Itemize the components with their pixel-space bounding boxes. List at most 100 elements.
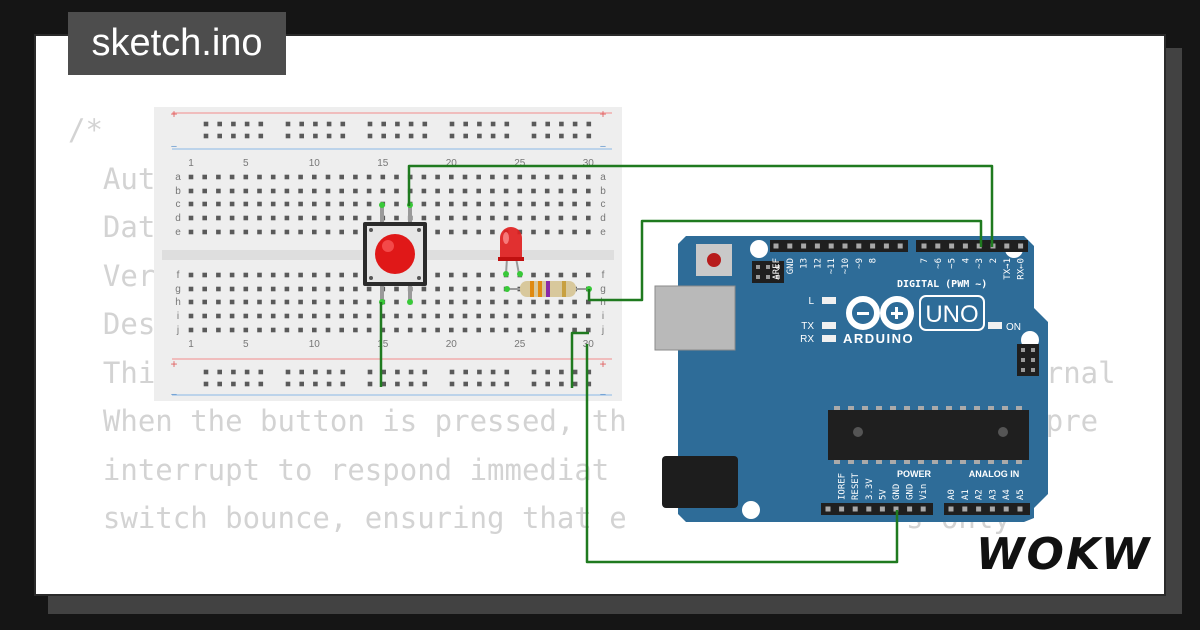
breadboard-hole[interactable] bbox=[353, 174, 358, 180]
rail-hole[interactable] bbox=[285, 121, 291, 127]
breadboard-hole[interactable] bbox=[421, 313, 427, 319]
breadboard-hole[interactable] bbox=[490, 201, 495, 207]
rail-hole[interactable] bbox=[449, 121, 455, 127]
breadboard-hole[interactable] bbox=[572, 201, 577, 207]
rail-hole[interactable] bbox=[340, 381, 346, 387]
breadboard-hole[interactable] bbox=[517, 215, 523, 221]
rail-hole[interactable] bbox=[559, 381, 564, 387]
breadboard-hole[interactable] bbox=[572, 215, 577, 221]
breadboard-hole[interactable] bbox=[298, 188, 303, 194]
breadboard-hole[interactable] bbox=[517, 188, 523, 194]
breadboard-hole[interactable] bbox=[270, 188, 276, 194]
header-pin[interactable] bbox=[776, 275, 780, 279]
breadboard-hole[interactable] bbox=[339, 286, 344, 292]
rail-hole[interactable] bbox=[231, 121, 236, 127]
breadboard-hole[interactable] bbox=[339, 201, 344, 207]
rail-hole[interactable] bbox=[285, 381, 291, 387]
rail-hole[interactable] bbox=[408, 381, 414, 387]
breadboard-hole[interactable] bbox=[284, 174, 290, 180]
breadboard-hole[interactable] bbox=[572, 188, 577, 194]
rail-hole[interactable] bbox=[258, 381, 264, 387]
breadboard-hole[interactable] bbox=[435, 272, 440, 278]
rail-hole[interactable] bbox=[381, 369, 386, 375]
breadboard-hole[interactable] bbox=[202, 313, 207, 319]
breadboard-hole[interactable] bbox=[531, 327, 536, 333]
rail-hole[interactable] bbox=[504, 133, 510, 139]
rail-hole[interactable] bbox=[326, 381, 332, 387]
file-tab[interactable]: sketch.ino bbox=[68, 12, 286, 75]
reset-button[interactable] bbox=[707, 253, 721, 267]
breadboard-hole[interactable] bbox=[325, 188, 331, 194]
breadboard-hole[interactable] bbox=[586, 299, 591, 305]
breadboard-hole[interactable] bbox=[339, 299, 344, 305]
breadboard-hole[interactable] bbox=[476, 272, 481, 278]
breadboard-hole[interactable] bbox=[298, 286, 303, 292]
rail-hole[interactable] bbox=[244, 381, 250, 387]
breadboard-hole[interactable] bbox=[517, 313, 523, 319]
rail-hole[interactable] bbox=[326, 121, 332, 127]
breadboard-hole[interactable] bbox=[476, 299, 481, 305]
breadboard-hole[interactable] bbox=[284, 299, 290, 305]
rail-hole[interactable] bbox=[559, 121, 564, 127]
breadboard-hole[interactable] bbox=[257, 229, 262, 235]
breadboard-hole[interactable] bbox=[243, 299, 249, 305]
rail-hole[interactable] bbox=[545, 133, 550, 139]
breadboard-hole[interactable] bbox=[270, 286, 276, 292]
breadboard-hole[interactable] bbox=[243, 313, 249, 319]
rail-hole[interactable] bbox=[477, 121, 482, 127]
breadboard-hole[interactable] bbox=[449, 272, 454, 278]
breadboard-hole[interactable] bbox=[216, 286, 221, 292]
breadboard-hole[interactable] bbox=[284, 215, 290, 221]
breadboard-hole[interactable] bbox=[544, 229, 550, 235]
breadboard-hole[interactable] bbox=[188, 286, 194, 292]
breadboard-hole[interactable] bbox=[531, 272, 536, 278]
breadboard-hole[interactable] bbox=[531, 299, 536, 305]
rail-hole[interactable] bbox=[326, 369, 332, 375]
breadboard-hole[interactable] bbox=[558, 188, 564, 194]
rail-hole[interactable] bbox=[408, 133, 414, 139]
breadboard-hole[interactable] bbox=[188, 299, 194, 305]
breadboard-hole[interactable] bbox=[339, 174, 344, 180]
breadboard-hole[interactable] bbox=[229, 272, 235, 278]
breadboard-hole[interactable] bbox=[188, 272, 194, 278]
header-pin[interactable] bbox=[825, 506, 831, 512]
breadboard-hole[interactable] bbox=[503, 327, 509, 333]
breadboard-hole[interactable] bbox=[449, 188, 454, 194]
breadboard-hole[interactable] bbox=[353, 229, 358, 235]
header-pin[interactable] bbox=[976, 506, 982, 512]
rail-hole[interactable] bbox=[572, 133, 578, 139]
rail-hole[interactable] bbox=[395, 381, 400, 387]
breadboard-hole[interactable] bbox=[421, 299, 427, 305]
rail-hole[interactable] bbox=[313, 133, 318, 139]
breadboard-hole[interactable] bbox=[229, 327, 235, 333]
breadboard-hole[interactable] bbox=[188, 313, 194, 319]
breadboard-hole[interactable] bbox=[586, 201, 591, 207]
rail-hole[interactable] bbox=[231, 369, 236, 375]
rail-hole[interactable] bbox=[244, 121, 250, 127]
rail-hole[interactable] bbox=[531, 369, 537, 375]
breadboard-hole[interactable] bbox=[325, 272, 331, 278]
wire-rail-to-gnd[interactable] bbox=[585, 344, 899, 564]
rail-hole[interactable] bbox=[258, 121, 264, 127]
breadboard-hole[interactable] bbox=[462, 327, 468, 333]
breadboard-hole[interactable] bbox=[366, 286, 372, 292]
breadboard-hole[interactable] bbox=[503, 188, 509, 194]
header-pin[interactable] bbox=[948, 506, 954, 512]
rail-hole[interactable] bbox=[340, 133, 346, 139]
breadboard-hole[interactable] bbox=[270, 313, 276, 319]
breadboard-hole[interactable] bbox=[353, 215, 358, 221]
rail-hole[interactable] bbox=[231, 133, 236, 139]
breadboard-hole[interactable] bbox=[353, 286, 358, 292]
breadboard-hole[interactable] bbox=[229, 201, 235, 207]
breadboard-hole[interactable] bbox=[435, 313, 440, 319]
rail-hole[interactable] bbox=[490, 121, 496, 127]
header-pin[interactable] bbox=[766, 275, 770, 279]
breadboard-hole[interactable] bbox=[490, 313, 495, 319]
breadboard-hole[interactable] bbox=[490, 174, 495, 180]
breadboard-hole[interactable] bbox=[435, 299, 440, 305]
header-pin[interactable] bbox=[883, 243, 889, 249]
breadboard-hole[interactable] bbox=[312, 201, 317, 207]
header-pin[interactable] bbox=[787, 243, 793, 249]
breadboard-hole[interactable] bbox=[449, 327, 454, 333]
header-pin[interactable] bbox=[870, 243, 876, 249]
